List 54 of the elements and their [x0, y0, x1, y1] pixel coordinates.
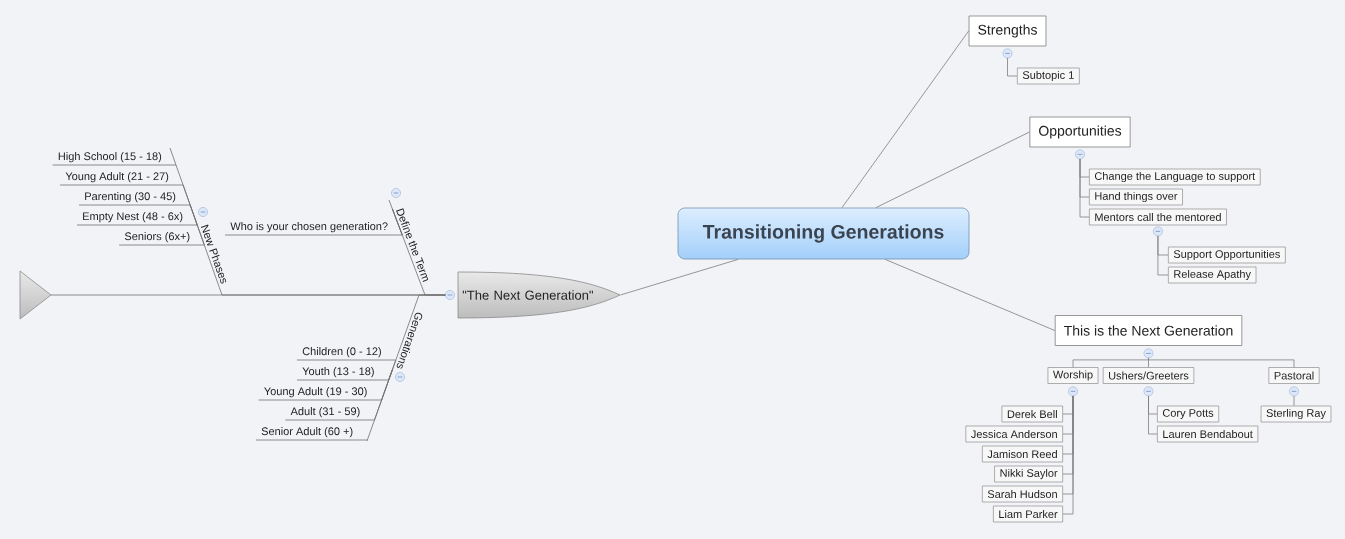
subtopic-box: Mentors call the mentored: [1089, 208, 1227, 226]
connector-line: [1062, 395, 1074, 515]
topic-box: Strengths: [968, 15, 1047, 47]
subtopic-box: Sarah Hudson: [982, 485, 1063, 503]
branch-label: Youth (13 - 18): [296, 367, 381, 381]
branch-label: Seniors (6x+): [118, 232, 196, 246]
subtopic-box: Cory Potts: [1157, 405, 1220, 423]
subtopic-box: Worship: [1047, 367, 1099, 384]
connector-line: [1007, 57, 1018, 77]
branch-label: Adult (31 - 59): [285, 407, 366, 421]
subtopic-box: Ushers/Greeters: [1102, 367, 1195, 384]
topic-box: This is the Next Generation: [1054, 315, 1243, 346]
connector-line: [1293, 395, 1295, 407]
subtopic-box: Pastoral: [1268, 367, 1320, 384]
branch-line: [386, 359, 397, 370]
subtopic-box: Lauren Bendabout: [1157, 425, 1259, 443]
subtopic-box: Release Apathy: [1168, 266, 1257, 284]
connector-line: [841, 30, 970, 208]
subtopic-box: Jessica Anderson: [965, 425, 1063, 443]
bone-label: New Phases: [196, 224, 227, 288]
connector-line: [1148, 357, 1295, 368]
branch-line: [194, 224, 205, 246]
branch-line: [180, 204, 198, 226]
branch-label: Young Adult (21 - 27): [59, 172, 175, 186]
subtopic-box: Subtopic 1: [1017, 67, 1080, 85]
branch-label: Empty Nest (48 - 6x): [76, 212, 189, 226]
central-topic-box: Transitioning Generations: [677, 207, 970, 260]
branch-line: [187, 224, 198, 226]
branch-line: [357, 368, 394, 442]
bone-label: Define the Term: [392, 208, 429, 287]
subtopic-box: Liam Parker: [993, 505, 1063, 523]
connector-line: [1148, 395, 1158, 435]
topic-box: Opportunities: [1029, 116, 1131, 148]
connector-line: [1072, 357, 1149, 368]
subtopic-box: Derek Bell: [1001, 405, 1063, 423]
connector-line: [875, 131, 1030, 208]
connector-line: [884, 259, 1056, 331]
subtopic-box: Support Opportunities: [1168, 246, 1286, 264]
subtopic-box: Sterling Ray: [1260, 405, 1332, 423]
subtopic-box: Jamison Reed: [982, 445, 1063, 463]
subtopic-box: Hand things over: [1089, 188, 1183, 206]
subtopic-box: Nikki Saylor: [994, 465, 1063, 483]
branch-line: [388, 199, 403, 236]
branch-label: Young Adult (19 - 30): [258, 387, 373, 401]
connector-line: [1157, 235, 1169, 276]
branch-label: High School (15 - 18): [52, 152, 168, 166]
branch-label: Children (0 - 12): [296, 347, 388, 361]
connector-line: [1079, 158, 1090, 218]
branch-label: Senior Adult (60 +): [255, 427, 359, 441]
subtopic-box: Change the Language to support: [1089, 168, 1261, 186]
spine-line: [50, 294, 446, 296]
connector-line: [620, 259, 739, 296]
branch-label: Parenting (30 - 45): [78, 192, 182, 206]
branch-label: Who is your chosen generation?: [224, 222, 394, 236]
